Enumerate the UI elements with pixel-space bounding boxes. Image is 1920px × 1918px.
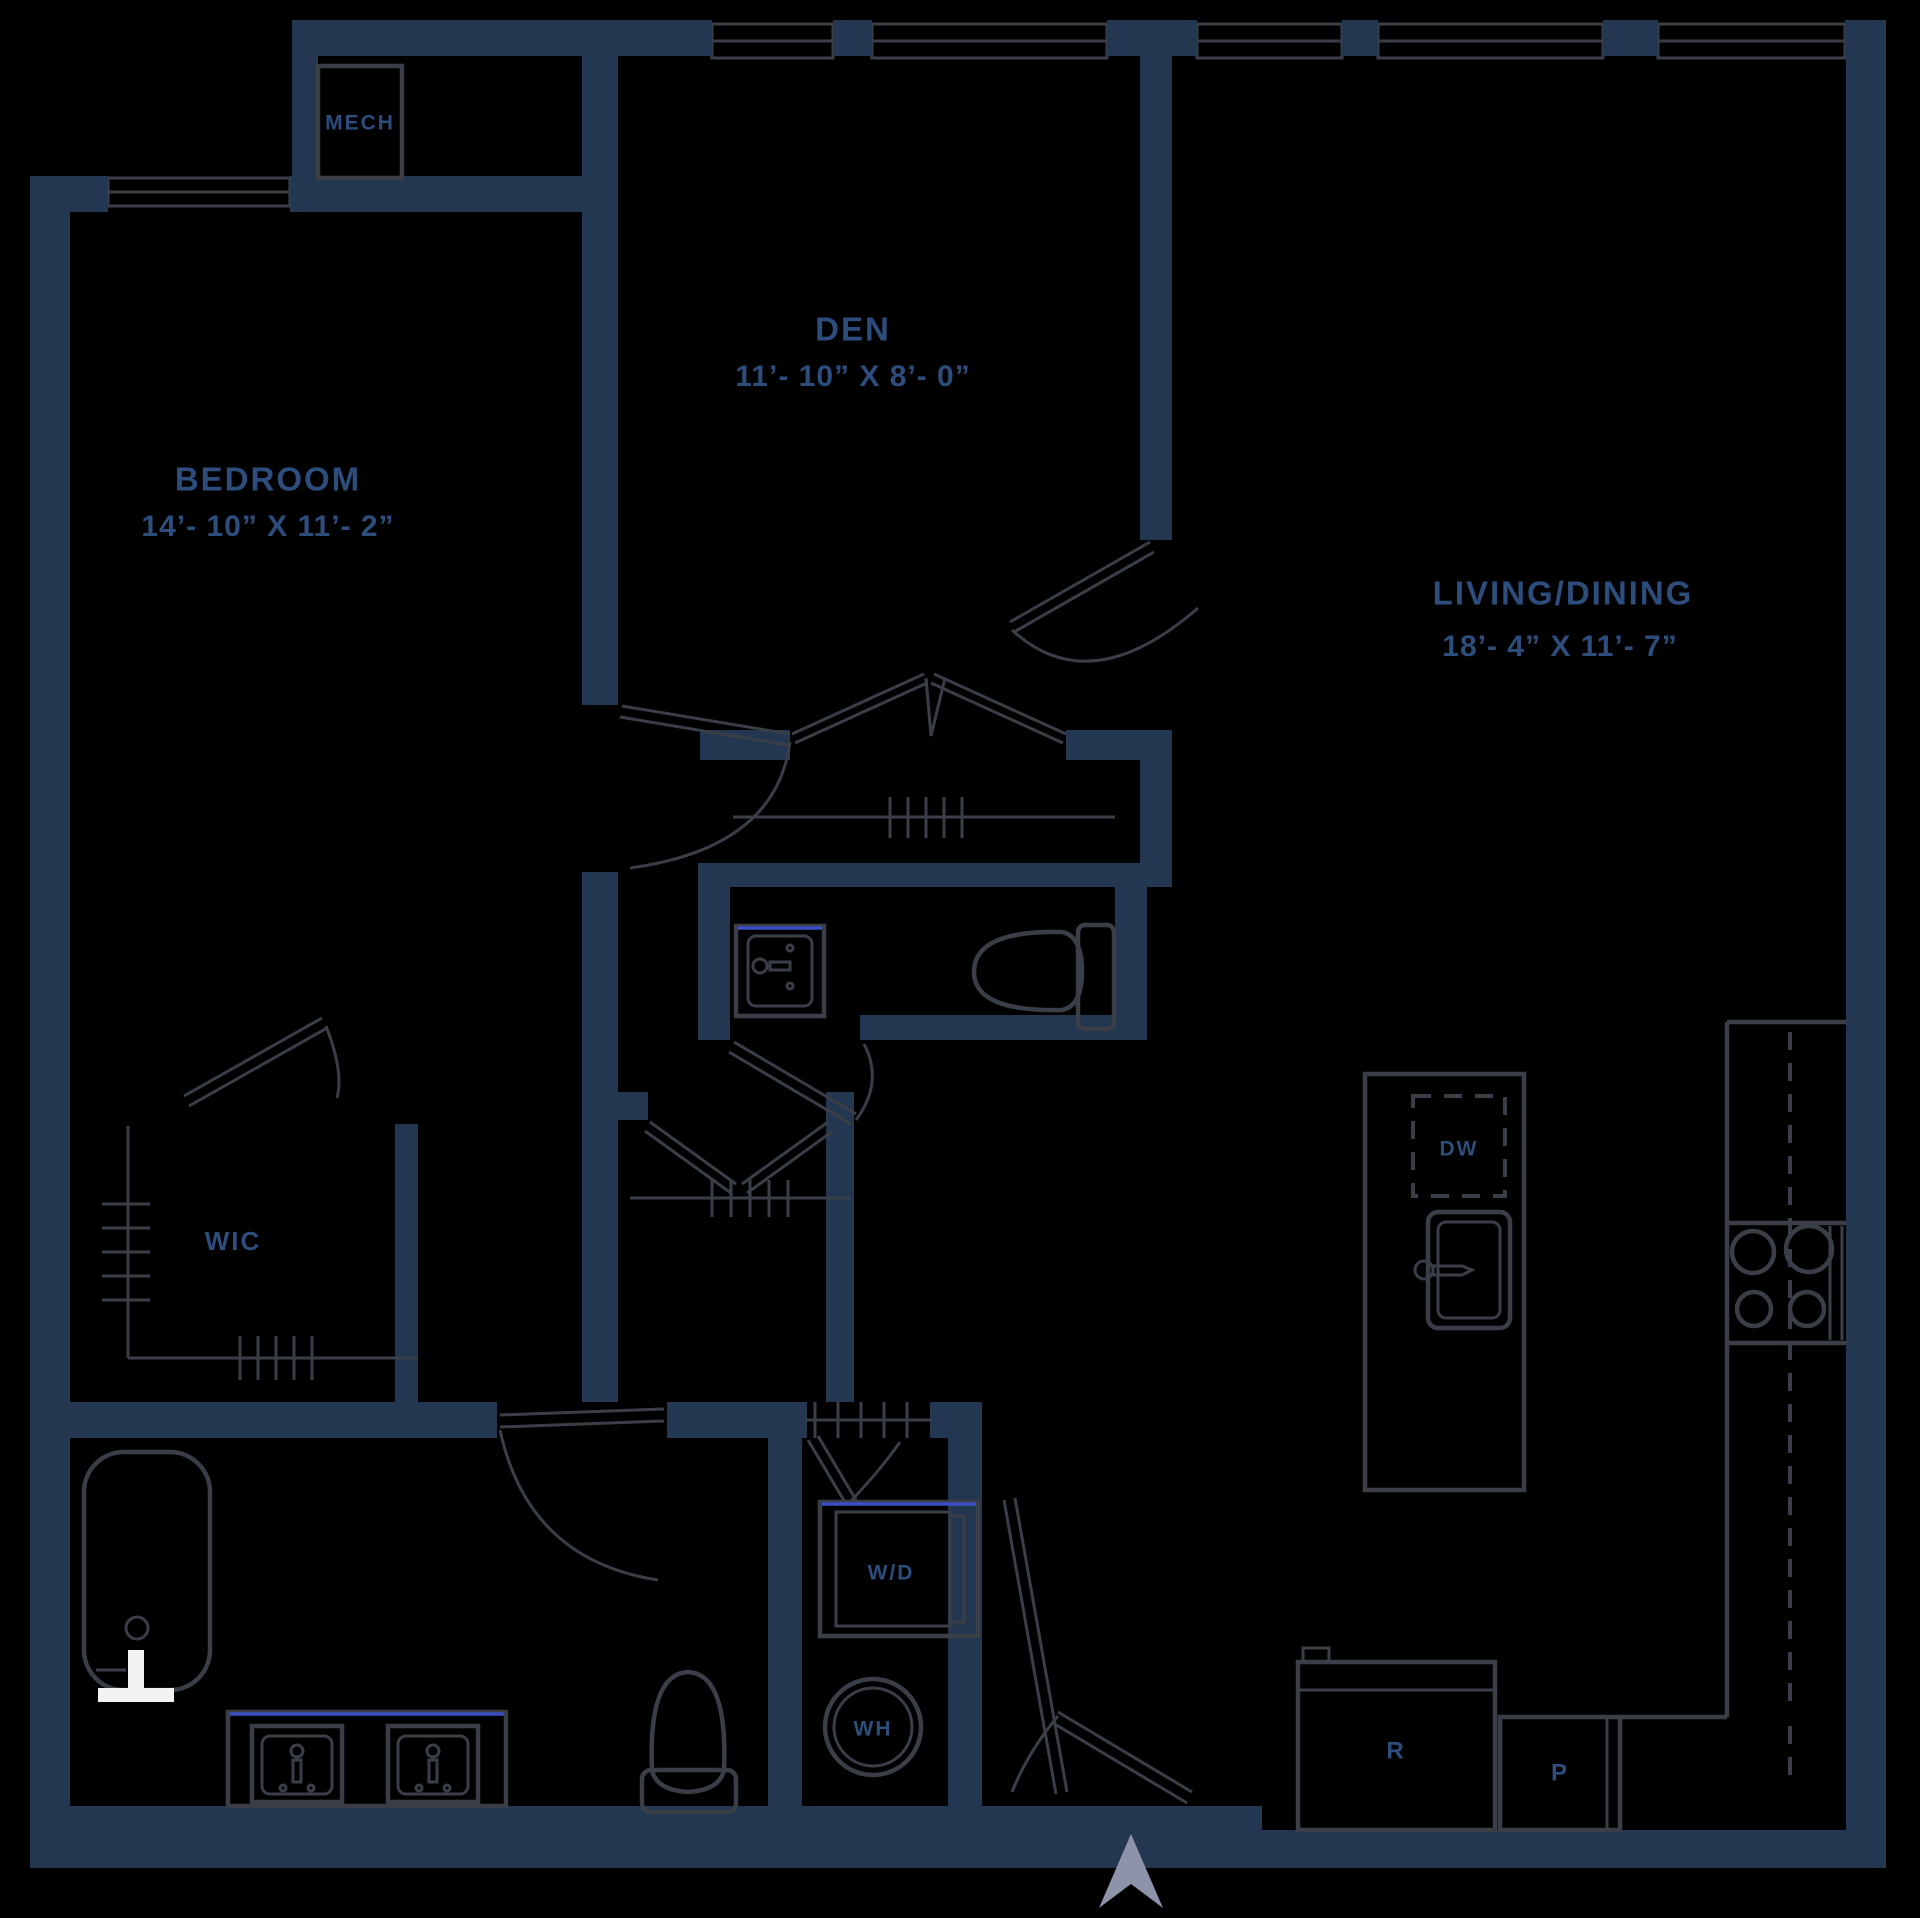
label-living-dining-dims: 18’- 4” X 11’- 7” — [1442, 630, 1677, 663]
burner-icon — [1734, 1289, 1774, 1329]
washer-dryer — [817, 1499, 981, 1639]
double-vanity — [225, 1709, 509, 1809]
window-top-5 — [1656, 22, 1847, 60]
den-living-door — [1009, 540, 1199, 663]
water-heater — [822, 1676, 924, 1778]
wic-rods — [102, 1126, 418, 1380]
burner-icon — [1787, 1289, 1827, 1329]
label-den: DEN — [815, 311, 891, 348]
entry-arrow-icon — [1099, 1834, 1163, 1908]
burner-icon — [1729, 1228, 1777, 1276]
wall-right — [1846, 20, 1886, 1868]
label-refrigerator: R — [1386, 1737, 1405, 1764]
wall-bottom-right — [1262, 1830, 1886, 1868]
hall-closet-doors — [644, 1120, 834, 1195]
dishwasher-outline — [1411, 1094, 1507, 1198]
den-closet-rod — [733, 797, 1115, 838]
label-wd: W/D — [868, 1562, 915, 1585]
label-dw: DW — [1440, 1138, 1479, 1161]
window-top-3 — [1195, 22, 1344, 60]
window-top-4 — [1376, 22, 1605, 60]
label-bedroom-dims: 14’- 10” X 11’- 2” — [141, 510, 394, 543]
mech-equipment — [315, 63, 405, 181]
burner-icon — [1783, 1223, 1835, 1275]
kitchen-island — [1362, 1071, 1527, 1493]
entry-doors — [1002, 1497, 1193, 1805]
bath-toilet — [639, 1669, 739, 1815]
wall-mech-west — [292, 20, 318, 212]
wall-left — [30, 176, 70, 1868]
bathtub — [81, 1449, 213, 1702]
kitchen-counter — [1620, 1019, 1846, 1778]
label-wh: WH — [854, 1718, 893, 1741]
island-sink — [1413, 1209, 1513, 1331]
laundry-door-rod — [806, 1402, 932, 1505]
label-mech: MECH — [325, 112, 395, 135]
window-bedroom — [106, 176, 292, 208]
powder-door — [728, 1040, 874, 1126]
label-den-dims: 11’- 10” X 8’- 0” — [735, 360, 970, 393]
label-living-dining: LIVING/DINING — [1433, 575, 1694, 612]
pantry — [1497, 1714, 1623, 1833]
hall-closet-rod — [630, 1180, 850, 1217]
bath-door — [498, 1407, 665, 1582]
label-wic: WIC — [205, 1226, 262, 1256]
walls — [30, 20, 1886, 1868]
window-top-2 — [870, 22, 1109, 60]
den-closet-doors — [791, 672, 1067, 745]
wic-door — [183, 1016, 341, 1108]
powder-vanity-sink — [733, 923, 827, 1019]
labels: BEDROOM 14’- 10” X 11’- 2” DEN 11’- 10” … — [141, 112, 1694, 1787]
cooktop — [1727, 1220, 1846, 1346]
label-pantry: P — [1551, 1759, 1569, 1786]
refrigerator — [1295, 1646, 1498, 1833]
wall-bottom-left — [30, 1806, 1262, 1868]
powder-toilet — [971, 922, 1117, 1032]
bedroom-door — [619, 704, 792, 870]
label-bedroom: BEDROOM — [175, 461, 361, 498]
window-top-1 — [710, 22, 835, 60]
